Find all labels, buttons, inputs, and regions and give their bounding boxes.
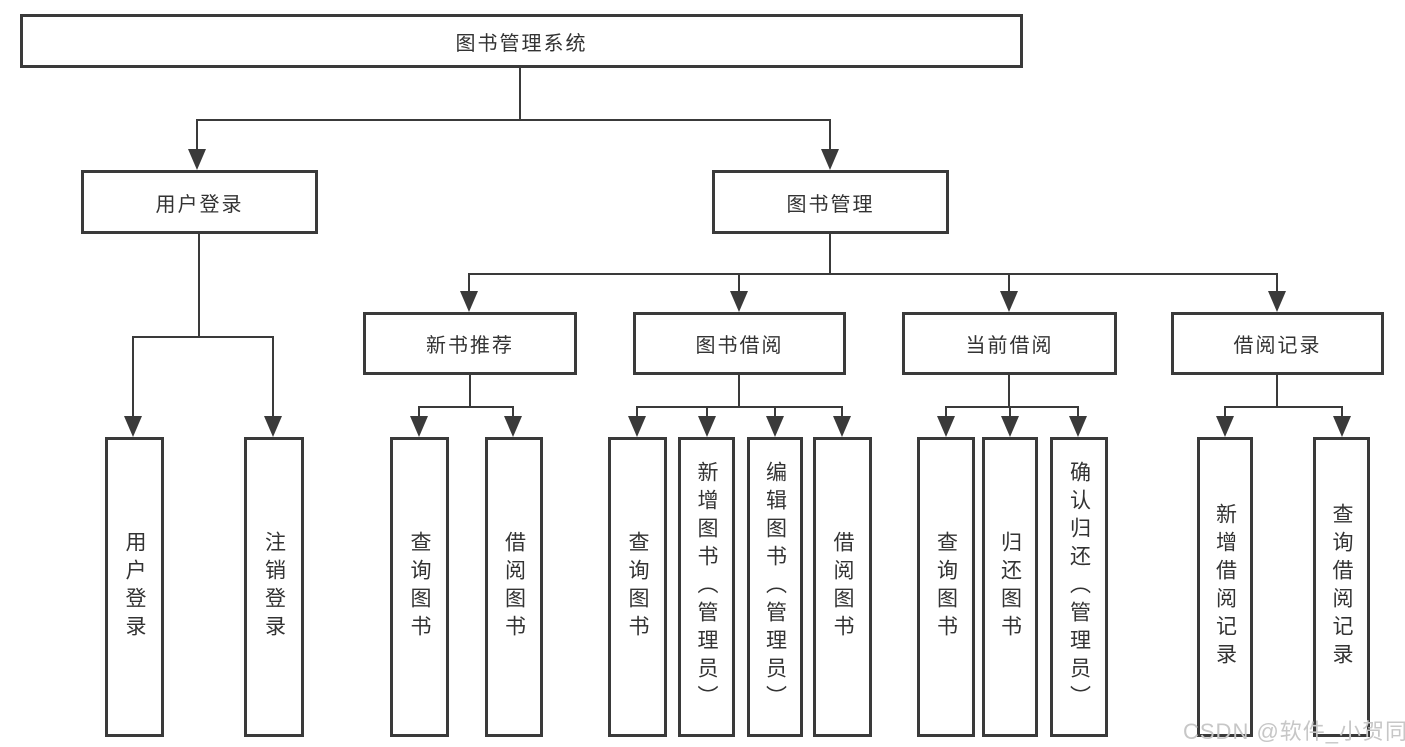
node-borrow-records: 借阅记录 [1171,312,1384,375]
connector-root-drop-right [829,119,831,150]
arrow-down-icon [730,291,748,312]
arrow-down-icon [937,416,955,437]
node-leaf-edit-book-admin-label: 编辑图书（管理员） [763,461,787,713]
node-leaf-borrow-books-borrow-label: 借阅图书 [831,531,854,643]
node-leaf-query-books-recommend: 查询图书 [390,437,449,737]
connector-g2-hbar [418,406,514,408]
connector-userlogin-stem [198,234,200,336]
node-leaf-edit-book-admin: 编辑图书（管理员） [747,437,803,737]
arrow-down-icon [1000,291,1018,312]
connector-userlogin-drop-1 [132,336,134,416]
arrow-down-icon [410,416,428,437]
node-leaf-query-books-current: 查询图书 [917,437,975,737]
connector-bookmgmt-hbar [468,273,1278,275]
node-user-login-label: 用户登录 [155,193,244,216]
arrow-down-icon [1333,416,1351,437]
node-leaf-logout-label: 注销登录 [262,531,286,643]
arrow-down-icon [1001,416,1019,437]
connector-userlogin-drop-2 [272,336,274,416]
node-book-borrow-label: 图书借阅 [695,335,784,357]
connector-g5-stem [1276,375,1278,406]
arrow-down-icon [460,291,478,312]
connector-root-stem [519,68,521,119]
connector-bookmgmt-stem [829,234,831,273]
node-new-book-recommend-label: 新书推荐 [426,335,514,357]
arrow-down-icon [833,416,851,437]
connector-root-hbar [196,119,831,121]
arrow-down-icon [188,149,206,170]
connector-g3-drop-4 [841,406,843,418]
arrow-down-icon [1268,291,1286,312]
connector-userlogin-hbar [132,336,273,338]
arrow-down-icon [1069,416,1087,437]
connector-g2-stem [469,375,471,406]
connector-bookmgmt-drop-2 [738,273,740,293]
node-leaf-borrow-books-recommend-label: 借阅图书 [502,531,526,643]
node-current-borrow: 当前借阅 [902,312,1117,375]
connector-g3-drop-2 [706,406,708,418]
connector-g3-drop-3 [774,406,776,418]
node-leaf-add-borrow-record: 新增借阅记录 [1197,437,1253,737]
node-root: 图书管理系统 [20,14,1023,68]
connector-g5-hbar [1224,406,1342,408]
connector-g3-drop-1 [636,406,638,418]
arrow-down-icon [504,416,522,437]
node-book-management-label: 图书管理 [786,193,875,216]
connector-g4-drop-1 [945,406,947,418]
connector-bookmgmt-drop-4 [1276,273,1278,293]
arrow-down-icon [698,416,716,437]
node-leaf-query-borrow-record: 查询借阅记录 [1313,437,1370,737]
node-leaf-logout: 注销登录 [244,437,304,737]
connector-g4-drop-2 [1009,406,1011,418]
node-book-borrow: 图书借阅 [633,312,846,375]
node-leaf-borrow-books-recommend: 借阅图书 [485,437,543,737]
node-leaf-user-login: 用户登录 [105,437,164,737]
arrow-down-icon [264,416,282,437]
node-leaf-query-books-borrow: 查询图书 [608,437,667,737]
node-leaf-add-book-admin-label: 新增图书（管理员） [695,461,718,713]
node-leaf-user-login-label: 用户登录 [123,531,146,643]
arrow-down-icon [821,149,839,170]
connector-g5-drop-1 [1224,406,1226,418]
arrow-down-icon [766,416,784,437]
node-current-borrow-label: 当前借阅 [965,335,1054,357]
connector-g3-stem [738,375,740,406]
arrow-down-icon [1216,416,1234,437]
connector-bookmgmt-drop-1 [468,273,470,293]
connector-g4-drop-3 [1077,406,1079,418]
csdn-watermark: CSDN @软件_小贺同学 [1183,719,1405,744]
node-leaf-confirm-return-admin: 确认归还（管理员） [1050,437,1108,737]
node-root-label: 图书管理系统 [455,32,588,55]
node-book-management: 图书管理 [712,170,949,234]
arrow-down-icon [124,416,142,437]
connector-g4-stem [1008,375,1010,406]
node-leaf-query-borrow-record-label: 查询借阅记录 [1330,503,1353,671]
node-leaf-query-books-borrow-label: 查询图书 [626,531,649,643]
connector-g4-hbar [945,406,1078,408]
connector-g2-drop-1 [418,406,420,418]
connector-bookmgmt-drop-3 [1008,273,1010,293]
connector-root-drop-left [196,119,198,150]
node-user-login: 用户登录 [81,170,318,234]
node-leaf-return-book: 归还图书 [982,437,1038,737]
node-leaf-add-borrow-record-label: 新增借阅记录 [1213,503,1237,671]
node-leaf-confirm-return-admin-label: 确认归还（管理员） [1067,461,1091,713]
arrow-down-icon [628,416,646,437]
node-borrow-records-label: 借阅记录 [1233,335,1322,357]
node-leaf-borrow-books-borrow: 借阅图书 [813,437,872,737]
node-leaf-add-book-admin: 新增图书（管理员） [678,437,735,737]
node-new-book-recommend: 新书推荐 [363,312,577,375]
connector-g3-hbar [636,406,842,408]
connector-g5-drop-2 [1341,406,1343,418]
connector-g2-drop-2 [512,406,514,418]
node-leaf-query-books-current-label: 查询图书 [934,531,958,643]
node-leaf-return-book-label: 归还图书 [998,531,1022,643]
node-leaf-query-books-recommend-label: 查询图书 [408,531,431,643]
